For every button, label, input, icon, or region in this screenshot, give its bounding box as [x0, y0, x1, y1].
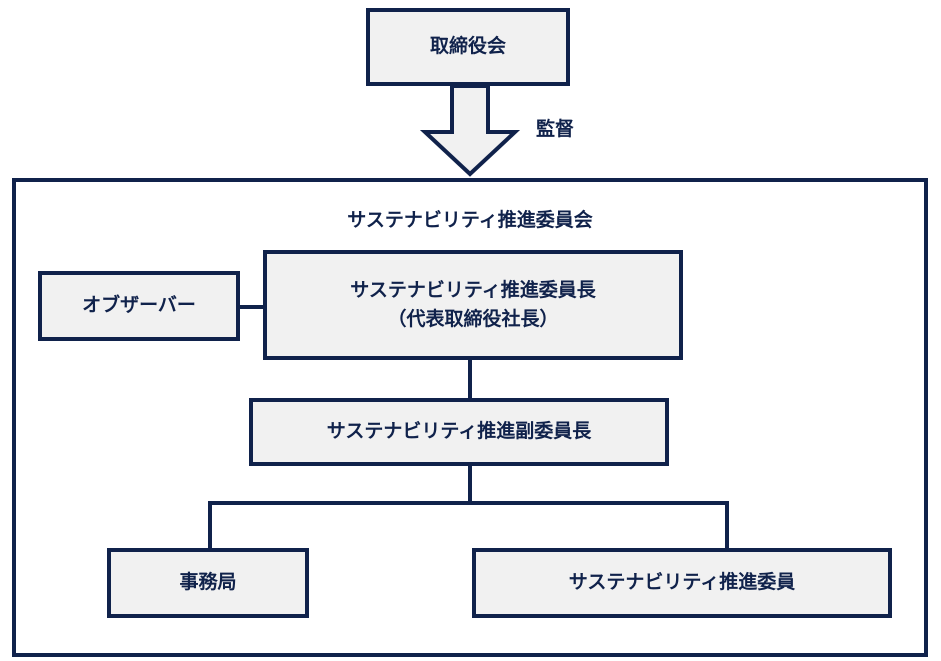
observer-box: オブザーバー	[38, 271, 240, 341]
supervision-label: 監督	[536, 118, 575, 140]
chair-box: サステナビリティ推進委員長 （代表取締役社長）	[263, 250, 683, 360]
secretariat-box: 事務局	[107, 548, 309, 618]
members-box: サステナビリティ推進委員	[472, 548, 892, 618]
committee-title: サステナビリティ推進委員会	[347, 209, 593, 231]
secretariat-label: 事務局	[179, 571, 237, 594]
members-label: サステナビリティ推進委員	[568, 571, 796, 594]
board-label: 取締役会	[429, 35, 506, 58]
vice-chair-label: サステナビリティ推進副委員長	[326, 420, 592, 443]
vice-chair-box: サステナビリティ推進副委員長	[249, 398, 669, 466]
committee-frame	[12, 178, 928, 657]
observer-label: オブザーバー	[82, 294, 196, 317]
supervision-arrow	[419, 84, 521, 177]
chair-title: サステナビリティ推進委員長	[350, 278, 596, 301]
board-box: 取締役会	[366, 8, 570, 86]
chair-subtitle: （代表取締役社長）	[387, 308, 559, 330]
